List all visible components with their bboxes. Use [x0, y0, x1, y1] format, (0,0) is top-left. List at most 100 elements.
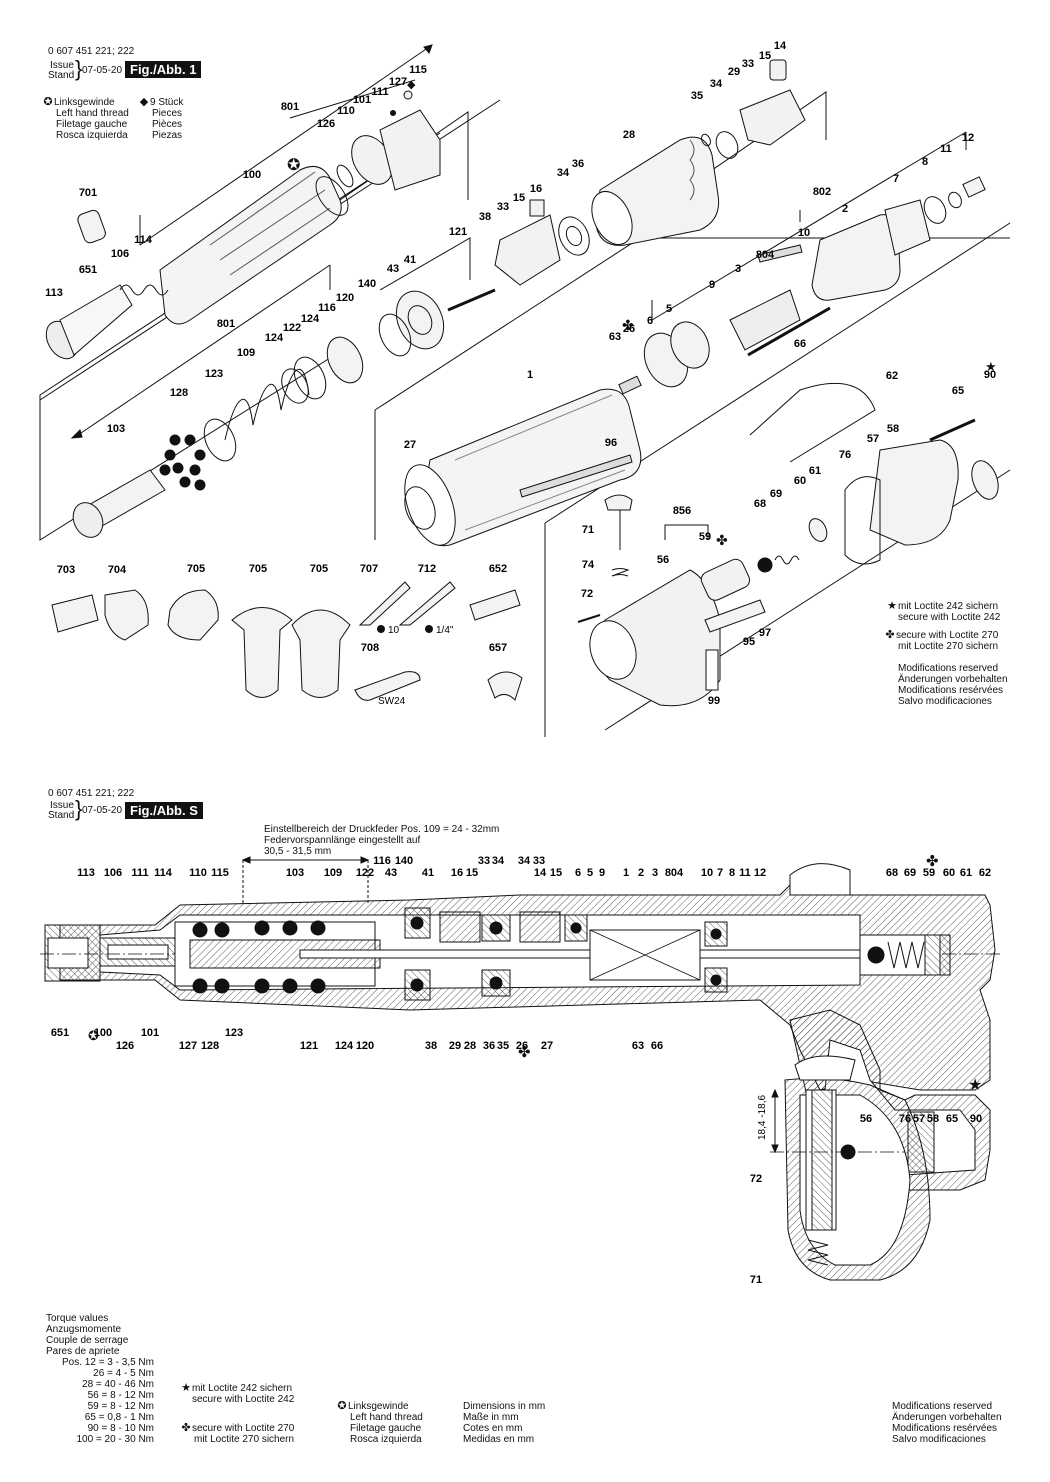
part-callout: 801 [281, 101, 299, 113]
part-callout: 28 [464, 1040, 476, 1052]
part-callout: 15 [759, 50, 771, 62]
figS-spring-note: Einstellbereich der Druckfeder Pos. 109 … [264, 824, 500, 857]
part-callout: 41 [404, 254, 416, 266]
clover-marker-figS-2-icon: ✤ [518, 1044, 531, 1061]
figS-part-number: 0 607 451 221; 222 [48, 788, 135, 799]
detail-dimension: 18,4 -18,6 [757, 1095, 768, 1140]
clover-marker-icon-2: ✤ [716, 532, 728, 548]
part-99-label [705, 649, 719, 691]
fig1-issue-label: Issue [50, 60, 74, 71]
part-callout: 66 [794, 338, 806, 350]
part-callout: 100 [94, 1027, 112, 1039]
fig1-part-labels: 1151271111011101268011007011141066511131… [45, 40, 996, 707]
axis-arrowhead-left-icon [70, 429, 83, 439]
part-callout: 66 [651, 1040, 663, 1052]
part-callout: 103 [107, 423, 125, 435]
part-callout: 34 [710, 78, 723, 90]
part-callout: 15 [466, 867, 478, 879]
part-callout: 8 [922, 156, 928, 168]
part-callout: 123 [225, 1027, 243, 1039]
part-701 [77, 209, 106, 244]
acc-707 [358, 581, 411, 626]
part-callout: 34 [518, 855, 531, 867]
part-callout: 14 [774, 40, 787, 52]
part-callout: 56 [657, 554, 669, 566]
part-callout: 122 [356, 867, 374, 879]
part-69-spring [774, 555, 800, 565]
part-callout: 16 [530, 183, 542, 195]
part-96-plate [519, 454, 633, 498]
detail-part-labels: 727174 [750, 1173, 762, 1286]
part-callout: 705 [310, 563, 328, 575]
part-callout: 11 [739, 867, 751, 879]
fig1-date: 07-05-20 [82, 65, 123, 76]
part-callout: 57 [913, 1113, 925, 1125]
part-126 [336, 164, 354, 188]
figS-stand-label: Stand [48, 810, 75, 821]
valve-detail-view [770, 1055, 931, 1281]
figS-loctite242-note: ★mit Loctite 242 sichern secure with Loc… [181, 1382, 295, 1406]
part-35 [701, 133, 711, 147]
part-callout: 128 [201, 1040, 219, 1052]
lefthand-thread-icon: ✪ [43, 96, 53, 108]
acc-652 [469, 589, 521, 621]
part-callout: 68 [754, 498, 766, 510]
part-callout: 71 [750, 1274, 762, 1286]
part-callout: 8 [729, 867, 735, 879]
part-callout: 36 [572, 158, 584, 170]
part-callout: 9 [599, 867, 605, 879]
figS-lefthand-legend: ✪Linksgewinde Left hand thread Filetage … [337, 1400, 423, 1446]
part-38-carrier [494, 214, 561, 286]
acc-704 [104, 589, 149, 641]
part-callout: 41 [422, 867, 434, 879]
part-callout: 115 [409, 64, 427, 76]
part-120 [326, 336, 364, 384]
part-callout: 34 [492, 855, 505, 867]
part-callout: 127 [389, 76, 407, 88]
part-callout: 5 [587, 867, 593, 879]
detail-spring [807, 1239, 829, 1266]
part-callout: 59 [923, 867, 935, 879]
fig1-lefthand-legend: ✪Linksgewinde Left hand thread Filetage … [43, 96, 129, 142]
part-callout: 43 [385, 867, 397, 879]
fig1-label: Fig./Abb. 1 [125, 61, 202, 78]
part-callout: 61 [960, 867, 972, 879]
fig1-loctite242-note: ★mit Loctite 242 sichern secure with Loc… [887, 600, 1001, 624]
part-callout: 15 [550, 867, 562, 879]
fig1-part-number: 0 607 451 221; 222 [48, 46, 135, 57]
part-115 [403, 90, 413, 100]
part-callout: 110 [337, 105, 355, 117]
part-106-spring [119, 284, 169, 296]
part-27-ring [404, 486, 436, 530]
part-callout: 3 [652, 867, 658, 879]
part-callout: 113 [45, 287, 63, 299]
ball-set-section [192, 920, 326, 994]
part-callout: 59 [699, 531, 711, 543]
part-callout: 63 [632, 1040, 644, 1052]
part-callout: 29 [449, 1040, 461, 1052]
part-95-plate [704, 599, 766, 633]
part-128-balls [159, 434, 206, 491]
accessories-group [51, 581, 523, 701]
part-callout: 121 [449, 226, 467, 238]
part-callout: 123 [205, 368, 223, 380]
acc-712 [398, 581, 456, 626]
part-callout: 90 [970, 1113, 982, 1125]
part-43-ring [378, 313, 412, 357]
torque-values-title: Torque values Anzugsmomente Couple de se… [46, 1313, 129, 1357]
part-72-pin [577, 614, 601, 623]
fig1-brace-icon: } [75, 56, 83, 81]
part-callout: 140 [358, 278, 376, 290]
lefthand-thread-icon: ✪ [337, 1400, 347, 1412]
part-callout: 124 [265, 332, 284, 344]
part-callout: 12 [962, 132, 974, 144]
part-callout: 1 [527, 369, 533, 381]
hex-size-10: 10 [388, 625, 400, 636]
part-callout: 26 [516, 1040, 528, 1052]
part-callout: 99 [708, 695, 720, 707]
part-callout: 62 [886, 370, 898, 382]
acc-657 [487, 671, 523, 701]
hex10-dot-icon [377, 625, 385, 633]
torque-row: 28 = 40 - 46 Nm [82, 1379, 154, 1390]
